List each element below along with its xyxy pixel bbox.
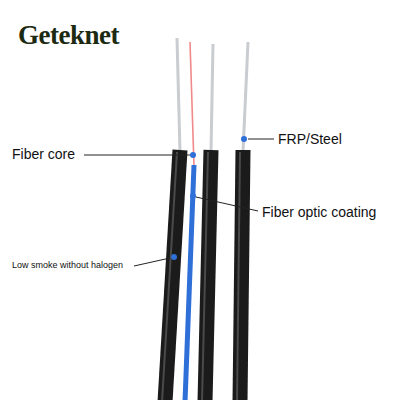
part-label: FRP/Steel xyxy=(278,131,342,147)
leader-line xyxy=(196,197,258,211)
part-label: Low smoke without halogen xyxy=(12,260,123,270)
jacket-highlight xyxy=(162,152,177,400)
leader-line xyxy=(84,155,190,156)
leader-line xyxy=(134,258,170,266)
leader-dot xyxy=(171,254,177,260)
leader-line xyxy=(248,139,274,140)
fiber-core xyxy=(190,42,194,166)
fiber-coating xyxy=(185,165,194,400)
cable-jacket xyxy=(165,150,180,400)
steel-wire xyxy=(177,38,180,152)
leader-dot xyxy=(190,193,196,199)
leader-dot xyxy=(241,136,247,142)
part-label: Fiber core xyxy=(12,146,75,162)
leader-dot xyxy=(190,152,196,158)
part-label: Fiber optic coating xyxy=(262,204,376,220)
jacket-highlight xyxy=(237,152,240,400)
brand-logo: Geteknet xyxy=(18,20,119,51)
steel-wire xyxy=(211,44,213,152)
steel-wire xyxy=(243,42,248,152)
jacket-highlight xyxy=(202,152,208,400)
